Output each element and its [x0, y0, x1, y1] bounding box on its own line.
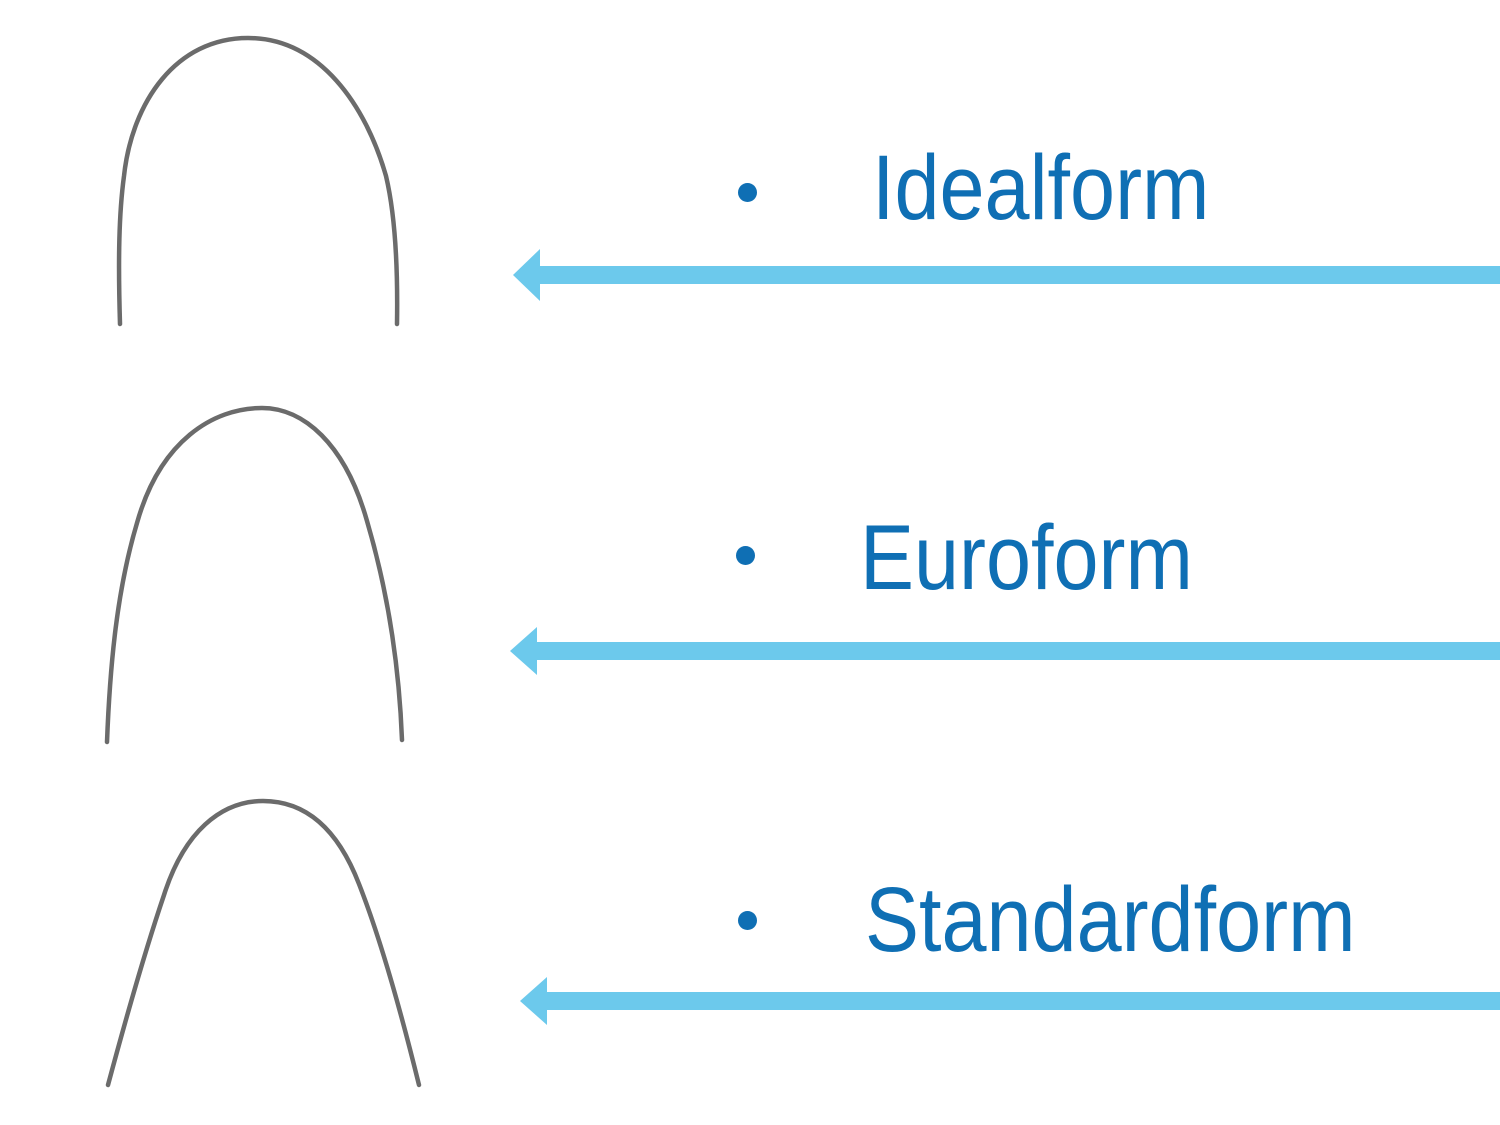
left-arrow-shaft	[538, 266, 1500, 284]
label-euroform: Euroform	[860, 507, 1193, 609]
left-arrow-head-icon	[520, 977, 547, 1025]
bullet-dot-icon	[736, 546, 755, 565]
standardform-archwire-icon	[105, 798, 422, 1088]
bullet-dot-icon	[738, 911, 757, 930]
bullet-dot-icon	[738, 183, 757, 202]
idealform-archwire-icon	[116, 35, 400, 327]
label-standardform: Standardform	[865, 869, 1356, 971]
left-arrow-head-icon	[513, 249, 540, 301]
left-arrow-head-icon	[510, 627, 537, 675]
left-arrow-shaft	[535, 642, 1500, 660]
left-arrow-shaft	[545, 992, 1500, 1010]
euroform-archwire-icon	[104, 405, 405, 745]
label-idealform: Idealform	[872, 137, 1210, 239]
